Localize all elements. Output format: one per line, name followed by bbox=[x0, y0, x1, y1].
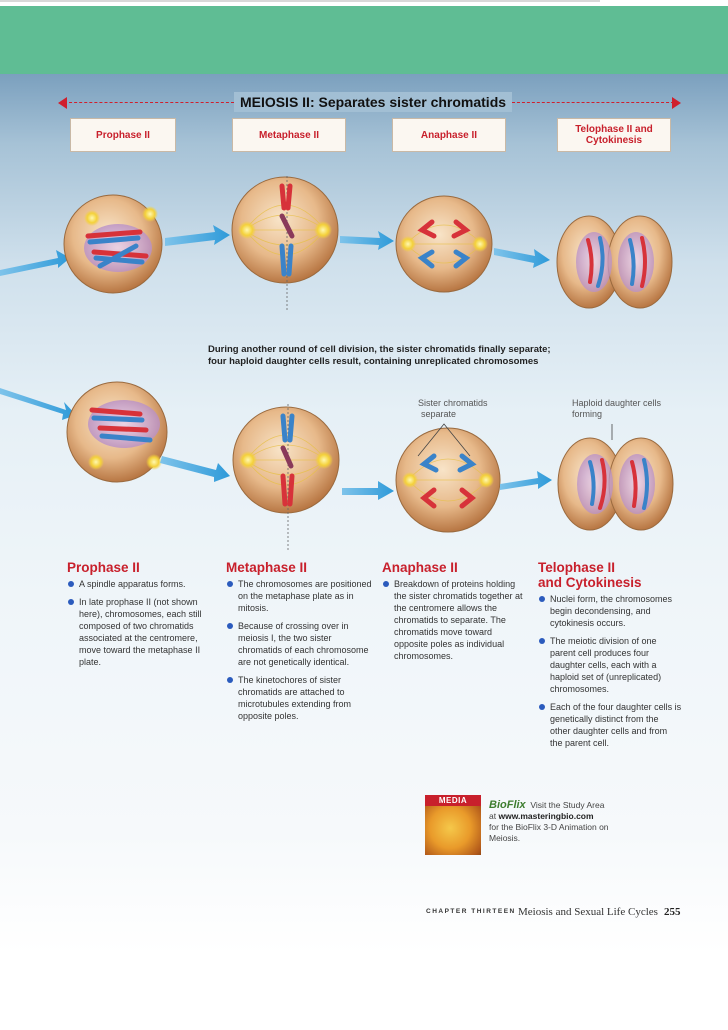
arrow-left-icon bbox=[58, 97, 67, 109]
top-rule bbox=[0, 0, 600, 2]
arrow-icon bbox=[160, 456, 230, 482]
arrow-icon bbox=[500, 471, 552, 490]
cell-prophase-top bbox=[63, 194, 163, 294]
arrow-icon bbox=[165, 225, 230, 246]
media-tag: MEDIA bbox=[425, 795, 481, 806]
arrow-icon bbox=[494, 248, 550, 268]
page-number: 255 bbox=[664, 906, 681, 918]
incoming-arrow-icon bbox=[0, 388, 76, 420]
cell-telophase-top bbox=[556, 215, 673, 309]
stage-label-anaphase: Anaphase II bbox=[392, 118, 506, 152]
media-description: BioFlix Visit the Study Area at www.mast… bbox=[489, 799, 609, 844]
title-rule-left bbox=[64, 102, 234, 103]
annotation-haploid-cells: Haploid daughter cells forming bbox=[572, 398, 662, 419]
figure-caption: During another round of cell division, t… bbox=[208, 344, 551, 367]
description-metaphase: Metaphase II The chromosomes are positio… bbox=[226, 560, 381, 728]
pointer-line bbox=[417, 423, 471, 457]
arrow-icon bbox=[342, 481, 394, 500]
chapter-label: CHAPTER THIRTEEN bbox=[426, 908, 516, 915]
description-heading: Prophase II bbox=[67, 560, 140, 575]
arrow-right-icon bbox=[672, 97, 681, 109]
mastering-bio-link[interactable]: www.masteringbio.com bbox=[498, 811, 594, 821]
description-anaphase: Anaphase II Breakdown of proteins holdin… bbox=[382, 560, 537, 668]
header-band bbox=[0, 6, 728, 74]
cell-anaphase-top bbox=[395, 195, 493, 293]
description-prophase: Prophase II A spindle apparatus forms. I… bbox=[67, 560, 217, 674]
chapter-title: Meiosis and Sexual Life Cycles bbox=[518, 906, 658, 918]
cell-prophase-bottom bbox=[66, 381, 168, 483]
stage-label-metaphase: Metaphase II bbox=[232, 118, 346, 152]
incoming-arrow-icon bbox=[0, 250, 70, 276]
annotation-sister-chromatids: Sister chromatids separate bbox=[418, 398, 488, 419]
cell-metaphase-top bbox=[231, 176, 339, 310]
cell-anaphase-bottom bbox=[395, 423, 501, 533]
description-heading: Anaphase II bbox=[382, 560, 458, 575]
title-rule-right bbox=[512, 102, 674, 103]
description-heading: Metaphase II bbox=[226, 560, 308, 575]
page-footer: CHAPTER THIRTEEN Meiosis and Sexual Life… bbox=[426, 906, 686, 920]
cell-metaphase-bottom bbox=[232, 404, 340, 552]
bioflix-logo: BioFlix bbox=[489, 799, 526, 811]
meiosis-illustration bbox=[0, 176, 674, 552]
arrow-icon bbox=[340, 231, 394, 250]
bullet-item: A spindle apparatus forms. bbox=[67, 578, 217, 590]
cell-telophase-bottom bbox=[557, 424, 674, 531]
figure-title: MEIOSIS II: Separates sister chromatids bbox=[234, 92, 512, 112]
stage-label-prophase: Prophase II bbox=[70, 118, 176, 152]
